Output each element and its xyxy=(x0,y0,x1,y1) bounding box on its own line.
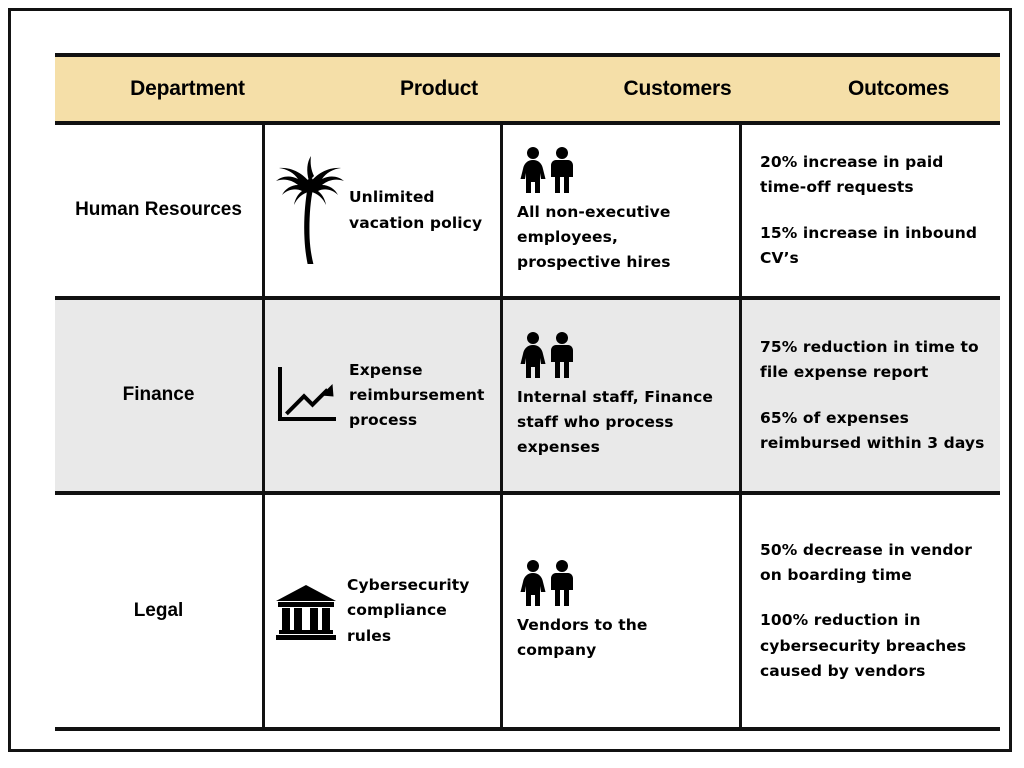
customers-description: Internal staff, Finance staff who proces… xyxy=(517,387,714,457)
outcome-item: 50% decrease in vendor on boarding time xyxy=(760,541,973,585)
product-description: Cybersecurity compliance rules xyxy=(347,576,470,645)
classical-building-icon xyxy=(271,579,341,643)
two-people-icon xyxy=(517,559,579,607)
department-product-matrix-table: Department Product Customers Outcomes Hu… xyxy=(55,53,1000,731)
table-row: Finance Expense reimbursement process xyxy=(55,300,1000,495)
table-row: Legal Cybersecurity compl xyxy=(55,495,1000,731)
column-header-customers: Customers xyxy=(623,77,732,100)
outcome-item: 75% reduction in time to file expense re… xyxy=(760,338,979,382)
outcome-item: 20% increase in paid time-off requests xyxy=(760,153,944,197)
cell-product: Unlimited vacation policy xyxy=(265,125,503,296)
cell-outcomes: 50% decrease in vendor on boarding time … xyxy=(742,495,1000,727)
cell-outcomes: 75% reduction in time to file expense re… xyxy=(742,300,1000,491)
cell-customers: Internal staff, Finance staff who proces… xyxy=(503,300,742,491)
two-people-icon xyxy=(517,146,579,194)
customers-description: Vendors to the company xyxy=(517,615,648,659)
cell-customers: All non-executive employees, prospective… xyxy=(503,125,742,296)
cell-product: Expense reimbursement process xyxy=(265,300,503,491)
cell-department: Human Resources xyxy=(55,125,265,296)
department-name: Finance xyxy=(122,384,195,406)
palm-tree-icon xyxy=(271,153,349,268)
column-header-department: Department xyxy=(130,77,245,100)
cell-outcomes: 20% increase in paid time-off requests 1… xyxy=(742,125,1000,296)
cell-product: Cybersecurity compliance rules xyxy=(265,495,503,727)
department-name: Human Resources xyxy=(75,199,242,221)
line-chart-icon xyxy=(271,363,343,429)
product-description: Unlimited vacation policy xyxy=(349,188,483,232)
cell-customers: Vendors to the company xyxy=(503,495,742,727)
column-header-outcomes: Outcomes xyxy=(847,77,950,100)
two-people-icon xyxy=(517,331,579,379)
product-description: Expense reimbursement process xyxy=(349,360,485,430)
table-header-row: Department Product Customers Outcomes xyxy=(55,53,1000,125)
table-row: Human Resources Unlimited vacation pol xyxy=(55,125,1000,300)
outcome-item: 65% of expenses reimbursed within 3 days xyxy=(760,408,985,452)
outcome-item: 15% increase in inbound CV’s xyxy=(760,223,978,267)
column-header-product: Product xyxy=(400,77,478,100)
cell-department: Legal xyxy=(55,495,265,727)
customers-description: All non-executive employees, prospective… xyxy=(517,202,671,272)
department-name: Legal xyxy=(133,599,184,621)
cell-department: Finance xyxy=(55,300,265,491)
outcome-item: 100% reduction in cybersecurity breaches… xyxy=(760,611,967,680)
